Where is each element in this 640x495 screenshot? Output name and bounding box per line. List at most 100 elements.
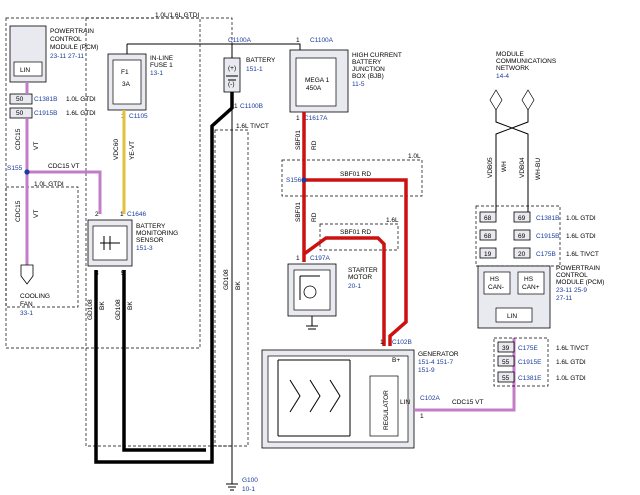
- title-note: 1.0L/1.6L GTDI: [155, 12, 199, 19]
- cdc15-wire-violet: [25, 82, 102, 214]
- bms-symbol: [100, 236, 120, 250]
- battery-to-bjb-wire: [232, 43, 301, 50]
- sbf01-wire-red: [302, 112, 408, 346]
- wh-bu-label: WH-BU: [535, 158, 542, 180]
- battery-name: BATTERY: [246, 57, 276, 64]
- cooling-fan-connector: [20, 264, 34, 285]
- c1617a-label[interactable]: C1617A: [304, 115, 328, 122]
- pcm-ref[interactable]: 23-11 27-11: [50, 53, 84, 60]
- gd108-wire-main: [94, 92, 234, 464]
- generator-ref-1[interactable]: 151-4 151-7: [418, 359, 453, 366]
- bk-label-a: BK: [99, 301, 106, 310]
- battery-plus: (+): [228, 65, 236, 72]
- g100-ref[interactable]: 10-1: [242, 486, 255, 493]
- starter-name-2: MOTOR: [348, 274, 372, 281]
- pcm-title-1: POWERTRAIN: [50, 28, 94, 35]
- pcm-right-lin-box: [495, 307, 533, 323]
- gd108-label-b: GD108: [115, 299, 122, 320]
- pcm-lin-dash: [493, 337, 549, 387]
- cooling-fan-2: FAN: [20, 301, 33, 308]
- pcm-row-1-label: 1.0L GTDI: [566, 215, 596, 222]
- pcm-can-plus: CAN+: [522, 284, 540, 291]
- battery-ref[interactable]: 151-1: [246, 66, 263, 73]
- c1100a-label[interactable]: C1100A: [310, 37, 334, 44]
- generator-name: GENERATOR: [418, 351, 459, 358]
- bjb-rating: 450A: [306, 85, 322, 92]
- generator-bplus: B+: [392, 357, 400, 364]
- pcm2-ref-2[interactable]: 27-11: [556, 295, 573, 302]
- pcm-row-1: 68 69 C1381B 1.0L GTDI: [479, 211, 596, 223]
- pcm-lin-row-2: 55 C1915E 1.6L GTDI: [497, 355, 586, 367]
- mcn-connector-left: [489, 89, 503, 111]
- pcm-can-minus: CAN-: [488, 284, 504, 291]
- starter-ground: [306, 316, 318, 330]
- pcm-lin-row-3-label: 1.0L GTDI: [556, 375, 586, 382]
- inline-fuse-inner: [112, 59, 142, 105]
- wh-label: WH: [501, 161, 508, 172]
- pcm-hs-minus: HS: [490, 276, 500, 283]
- bk-label-main: BK: [235, 281, 242, 290]
- pcm-lin-row-3-box: [497, 371, 515, 383]
- pcm-row-3-pin-b-box: [513, 247, 531, 259]
- pcm2-ref[interactable]: 23-11 25-9: [556, 287, 587, 294]
- pcm-row-1-conn[interactable]: C1381B: [536, 215, 560, 222]
- c1100a-top-label[interactable]: C1100A: [228, 37, 252, 44]
- vdb04-label: VDB04: [519, 157, 526, 178]
- starter-motor-symbol: [303, 285, 317, 299]
- s155-label[interactable]: S155: [7, 165, 23, 172]
- generator-ref-2[interactable]: 151-9: [418, 367, 435, 374]
- l16-label: 1.6L: [386, 217, 399, 224]
- bjb-ref[interactable]: 11-5: [352, 81, 365, 88]
- c1105-label[interactable]: C1105: [129, 113, 148, 120]
- mcn-ref[interactable]: 14-4: [496, 73, 509, 80]
- c197a-label[interactable]: C197A: [310, 255, 331, 262]
- bms-pin-1: 1: [120, 211, 124, 218]
- regulator-label: REGULATOR: [383, 390, 390, 430]
- pcm-row-3-pin-a-box: [479, 247, 497, 259]
- pcm2-name-2: CONTROL: [556, 272, 588, 279]
- cdc15-vt-label: CDC15 VT: [48, 163, 79, 170]
- s156-splice-dot: [301, 177, 307, 183]
- pcm-row-2-b: 69: [518, 233, 526, 240]
- pcm-row-3-conn[interactable]: C175B: [536, 251, 556, 258]
- fuse-name-1: IN-LINE: [150, 55, 174, 62]
- pcm-row-3-a: 19: [484, 251, 492, 258]
- c1100b-label[interactable]: C1100B: [240, 103, 263, 110]
- pcm-lin-row-1-conn[interactable]: C175E: [518, 345, 539, 352]
- s156-label[interactable]: S156: [286, 177, 302, 184]
- cooling-fan-1: COOLING: [20, 293, 50, 300]
- cdc15-label-2: CDC15: [15, 200, 22, 222]
- c102b-label[interactable]: C102B: [392, 339, 412, 346]
- pcm-lin-row-2-pin: 55: [502, 359, 510, 366]
- fuse-ref[interactable]: 13-1: [150, 70, 163, 77]
- bjb-name-3: JUNCTION: [352, 66, 385, 73]
- bms-ref[interactable]: 151-3: [136, 245, 153, 252]
- pcm-lin-row-2-box: [497, 355, 515, 367]
- l16-outline: [319, 223, 399, 251]
- pcm-row-2-label: 1.6L GTDI: [566, 233, 596, 240]
- starter-solenoid: [299, 275, 320, 300]
- rd-label-1: RD: [311, 140, 318, 150]
- cooling-fan-ref[interactable]: 33-1: [20, 310, 33, 317]
- c1646-label[interactable]: C1646: [127, 211, 147, 218]
- pcm2-name-3: MODULE (PCM): [556, 279, 604, 286]
- starter-ref[interactable]: 20-1: [348, 283, 361, 290]
- cdc15-vt-label-2: CDC15 VT: [452, 399, 483, 406]
- bjb-name-4: BOX (BJB): [352, 73, 384, 80]
- pcm-hs-plus: HS: [524, 276, 534, 283]
- bjb-inner: [295, 57, 337, 107]
- pcm-row-1-b: 69: [518, 215, 526, 222]
- battery-minus: (-): [228, 81, 235, 88]
- g100-label[interactable]: G100: [242, 477, 258, 484]
- pcm-conn-2[interactable]: C1915B: [34, 110, 58, 117]
- sbf01-label-2: SBF01: [295, 202, 302, 222]
- pcm-lin-row-3-conn[interactable]: C1381E: [518, 375, 542, 382]
- fuse-name-2: FUSE 1: [150, 62, 173, 69]
- c102a-label[interactable]: C102A: [420, 395, 441, 402]
- pcm-lin-row-2-conn[interactable]: C1915E: [518, 359, 542, 366]
- gd108-label-main: GD108: [223, 269, 230, 290]
- pcm-conn-1[interactable]: C1381B: [34, 96, 58, 103]
- l10gtdi-label-1: 1.0L GTDI: [34, 181, 64, 188]
- pcm-row-2-conn[interactable]: C1915B: [536, 233, 560, 240]
- pcm-title-3: MODULE (PCM): [50, 44, 98, 51]
